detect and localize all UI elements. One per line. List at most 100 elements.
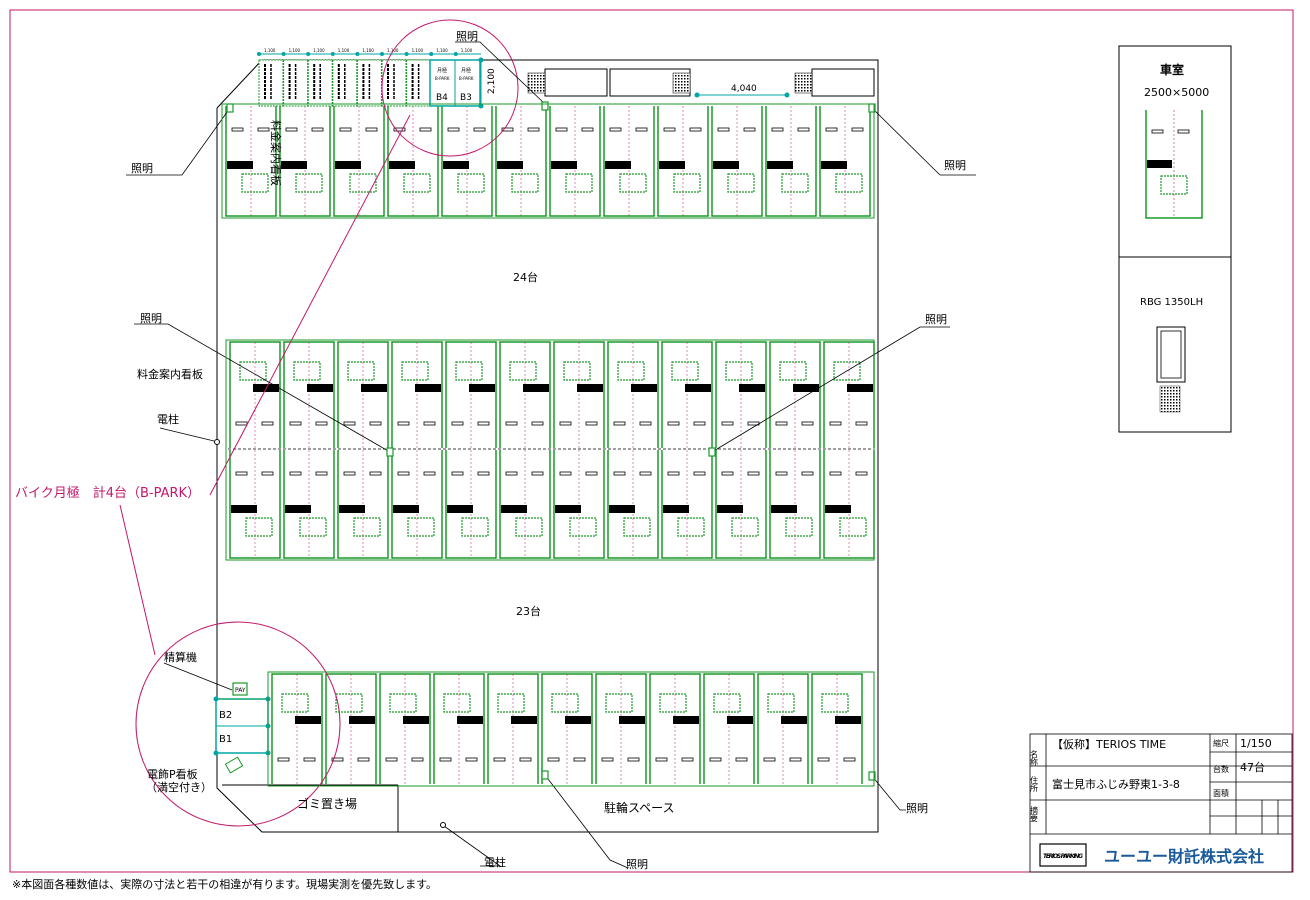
parking-stall (337, 341, 389, 448)
parking-stall (541, 673, 593, 784)
parking-stall (433, 673, 485, 784)
parked-vehicles-top (527, 68, 875, 97)
lighting-label-3: 照明 (456, 30, 478, 43)
bike-monthly-label: バイク月極 計4台（B-PARK） (15, 485, 200, 501)
parking-stall (391, 341, 443, 448)
parking-stall (811, 673, 863, 784)
bike-dimension-label: 1,100 (338, 48, 350, 53)
bike-brand-label: B-PARK (435, 76, 450, 81)
parking-stall (379, 673, 431, 784)
bike-dimension-label: 1,100 (412, 48, 424, 53)
lighting-label-1: 照明 (131, 162, 153, 175)
title-count-label: 台数 (1213, 764, 1229, 774)
row-border (221, 103, 875, 219)
row-border (225, 339, 875, 561)
bike-dimension-label: 1,100 (461, 48, 473, 53)
pole-marker-1 (214, 439, 220, 445)
title-address-label: 住所 (1030, 775, 1039, 793)
parking-stall (279, 106, 331, 217)
bike-label-b2: B2 (219, 710, 232, 721)
parking-stall (553, 450, 605, 559)
callout-leader-bottom (119, 504, 156, 656)
parking-stall (283, 341, 335, 448)
lamp-icon (541, 770, 549, 780)
parking-stall (387, 106, 439, 217)
parking-stall (703, 673, 755, 784)
payment-machine-label: 精算機 (164, 650, 197, 664)
parking-stall (499, 341, 551, 448)
parking-stall (823, 341, 875, 448)
sheet-border (9, 9, 1294, 873)
count-bottom-label: 23台 (516, 604, 541, 618)
parking-stall (603, 106, 655, 217)
parking-stall (765, 106, 817, 217)
title-area-label: 面積 (1213, 788, 1229, 798)
row-border (267, 671, 875, 787)
bike-stall (404, 52, 432, 107)
legend-box (1118, 45, 1232, 433)
parking-stall (715, 450, 767, 559)
company-logo: TERIOS PARKING (1039, 843, 1087, 867)
parking-stall (769, 341, 821, 448)
parking-stall (549, 106, 601, 217)
lighting-label-2: 照明 (944, 159, 966, 172)
title-remarks-label: 摘要 (1030, 805, 1039, 823)
parking-stall (657, 106, 709, 217)
parking-stall (283, 450, 335, 559)
callout-circle-bottom (135, 621, 341, 827)
title-scale-label: 縮尺 (1213, 738, 1229, 748)
parking-stall (757, 673, 809, 784)
parking-stall (487, 673, 539, 784)
bike-stall (306, 52, 333, 107)
lamp-icon (541, 101, 549, 111)
bike-monthly-label: 月極 (437, 67, 447, 74)
title-name-label: 名称 (1030, 749, 1039, 767)
garbage-area-label: ゴミ置き場 (297, 796, 357, 811)
bike-dimension-label: 1,100 (289, 48, 301, 53)
parking-stall (229, 450, 281, 559)
callout-leader-top (209, 114, 411, 496)
parking-stall (819, 106, 871, 217)
parking-stall (271, 673, 323, 784)
bicycle-area-label: 駐輪スペース (604, 800, 675, 815)
footer-note: ※本図面各種数値は、実際の寸法と若干の相違が有ります。現場実測を優先致します。 (12, 878, 438, 891)
lighting-label-4: 照明 (140, 312, 162, 325)
title-count: 47台 (1240, 760, 1265, 774)
callout-circle-top (381, 19, 519, 157)
bike-stall (355, 52, 382, 107)
parking-stall (769, 450, 821, 559)
dimension-2100: 2,100 (487, 68, 497, 94)
parking-stall (607, 341, 659, 448)
parking-stall (499, 450, 551, 559)
company-name: ユーユー財託株式会社 (1104, 847, 1264, 866)
bike-stall (330, 52, 358, 107)
lit-sign-label: 電飾P看板 (147, 767, 198, 781)
title-name: 【仮称】TERIOS TIME (1052, 737, 1166, 751)
parking-stall (823, 450, 875, 559)
bike-label-b3: B3 (460, 93, 472, 103)
lighting-fixtures (126, 41, 976, 869)
bike-dimension-label: 1,100 (313, 48, 325, 53)
lamp-icon (386, 447, 394, 457)
parking-stall (711, 106, 763, 217)
lamp-icon (868, 771, 876, 781)
bike-stalls-bottom (213, 682, 271, 774)
lighting-label-6: 照明 (906, 802, 928, 815)
parking-stall (649, 673, 701, 784)
parking-stall (607, 450, 659, 559)
legend-car-size: 2500×5000 (1144, 86, 1209, 99)
parking-stall (495, 106, 547, 217)
fee-sign-label: 料金案内看板 (137, 367, 203, 381)
bike-dimension-label: 1,100 (362, 48, 374, 53)
lamp-icon (708, 447, 716, 457)
payment-machine-tag: PAY (235, 687, 246, 694)
bike-monthly-label: 月極 (461, 67, 471, 74)
parking-row-top (225, 106, 871, 217)
parking-stall (661, 341, 713, 448)
parking-row-middle-upper (229, 341, 875, 448)
svg-text:TERIOS PARKING: TERIOS PARKING (1043, 853, 1083, 860)
lamp-markers (226, 101, 876, 781)
parking-stall (325, 673, 377, 784)
